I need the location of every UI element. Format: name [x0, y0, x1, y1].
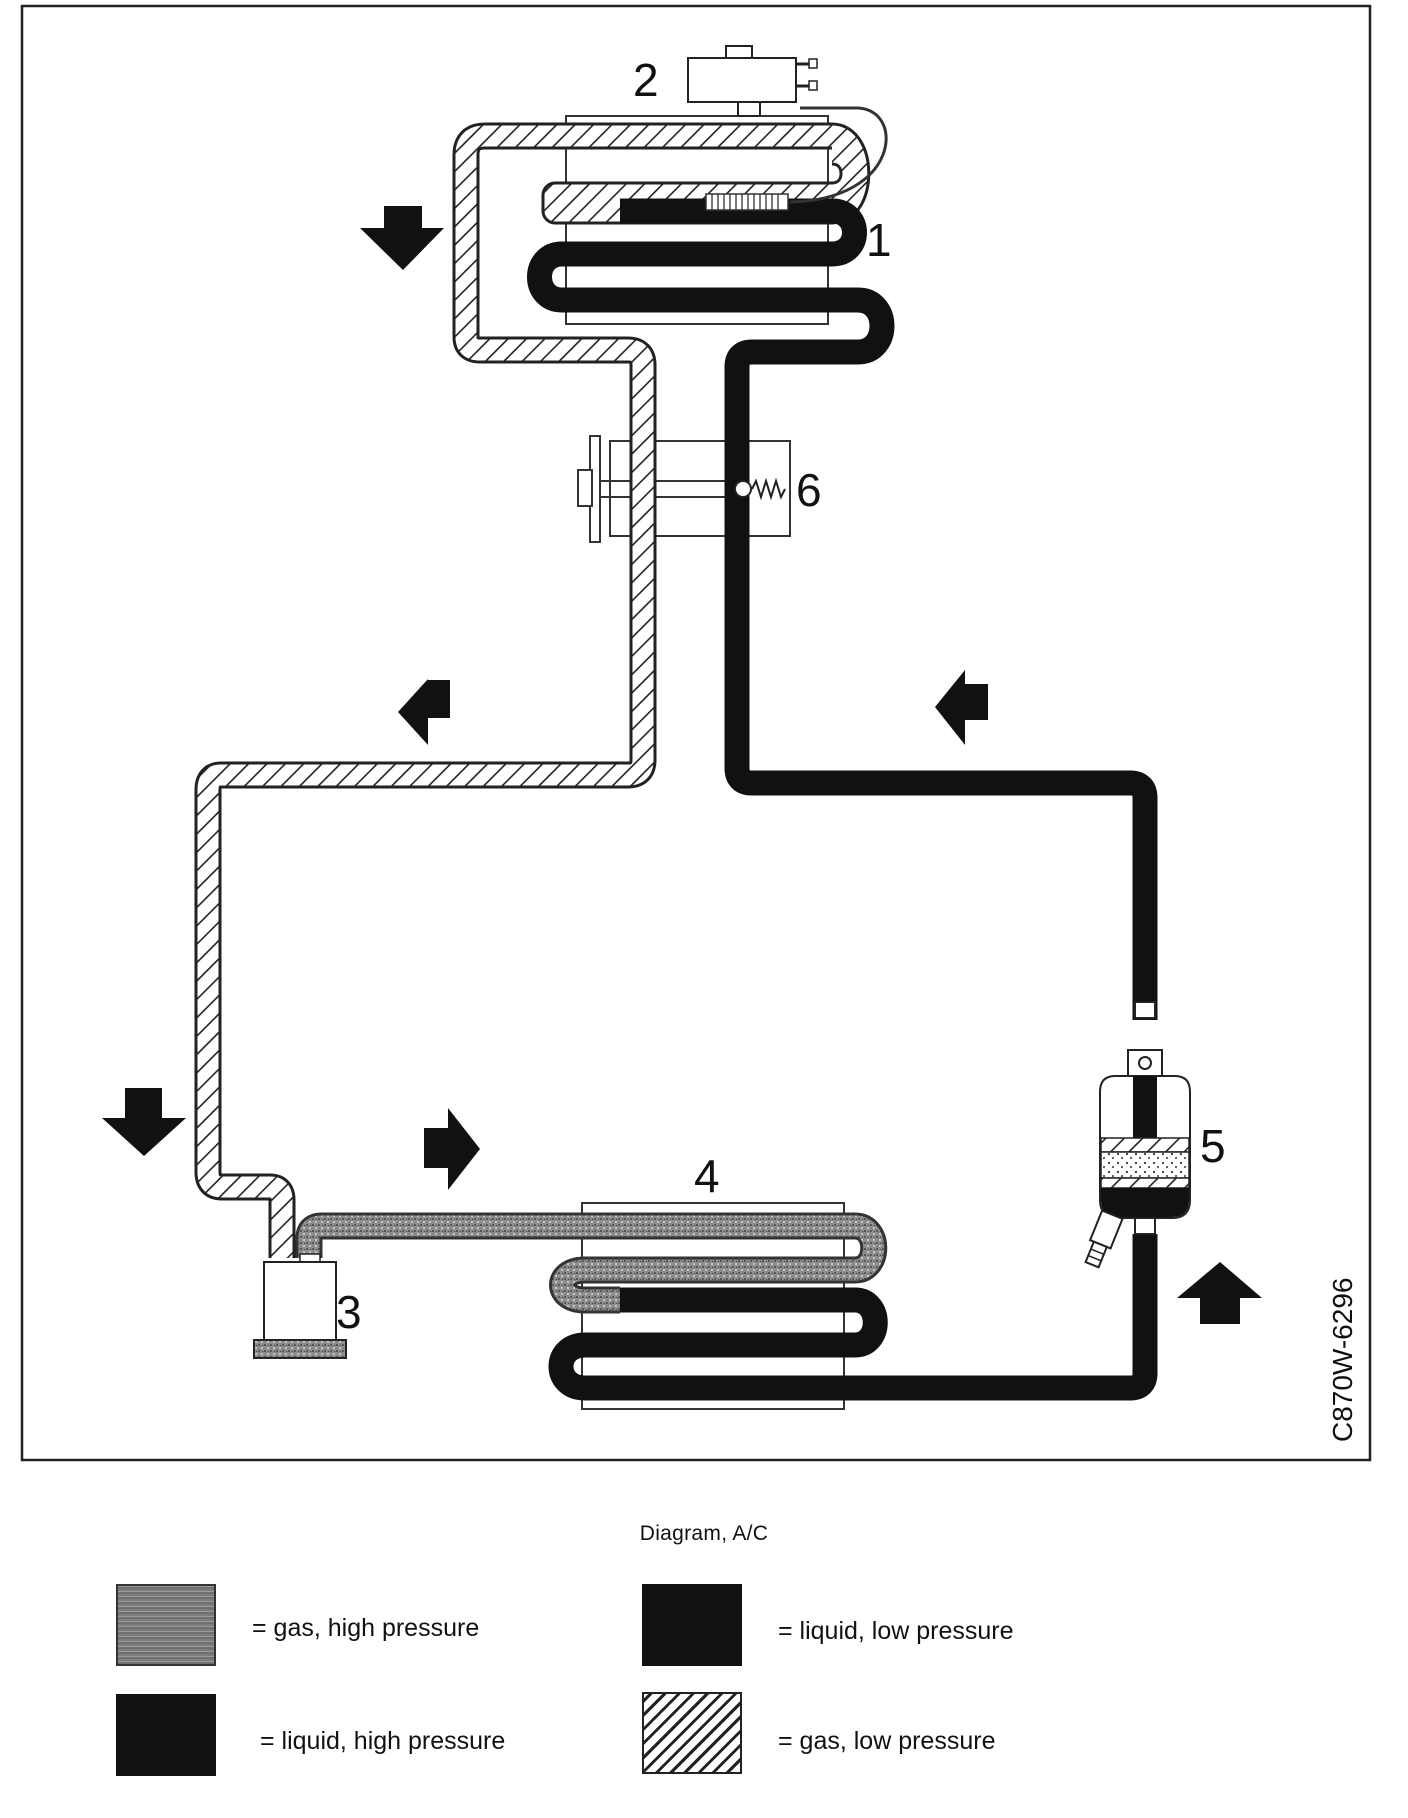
legend-label-gas-low: = gas, low pressure: [778, 1727, 996, 1755]
legend-label-liquid-high: = liquid, high pressure: [260, 1727, 506, 1755]
liquid-low-pressure-line: [527, 198, 895, 480]
label-compressor: 3: [336, 1286, 362, 1338]
compressor: [253, 1253, 347, 1359]
arrow-right-icon: [424, 1108, 480, 1190]
expansion-valve-body: [577, 435, 791, 543]
label-receiver-drier: 5: [1200, 1120, 1226, 1172]
figure-code: C870W-6296: [1327, 1278, 1358, 1442]
legend-label-gas-high: = gas, high pressure: [252, 1614, 480, 1642]
receiver-drier: [1084, 1001, 1191, 1269]
flow-arrows: [102, 206, 1262, 1324]
capillary-tube: [789, 106, 888, 204]
legend-swatch-liquid-high: [116, 1694, 216, 1776]
legend-swatch-liquid-low: [642, 1584, 742, 1666]
legend-swatch-gas-high: [116, 1584, 216, 1666]
diagram-caption: Diagram, A/C: [639, 1522, 769, 1545]
arrow-down-icon: [360, 206, 444, 270]
arrow-down-icon: [102, 1088, 186, 1156]
arrow-up-icon: [1177, 1262, 1262, 1324]
liquid-high-pressure-line: [548, 480, 1158, 1401]
label-evaporator: 1: [866, 214, 892, 266]
legend-swatch-gas-low: [642, 1692, 742, 1774]
arrow-left-icon: [398, 679, 450, 745]
label-expansion-valve: 6: [796, 464, 822, 516]
gas-high-pressure-line: [295, 1212, 888, 1314]
evaporator-fin-strip: [705, 193, 789, 211]
label-control-valve: 2: [633, 54, 659, 106]
expansion-valve-sensor: [734, 480, 752, 498]
diagram-frame: [20, 4, 1372, 1462]
control-valve: [687, 45, 818, 117]
evaporator-fin-lines: [711, 194, 779, 210]
legend-label-liquid-low: = liquid, low pressure: [778, 1617, 1014, 1645]
label-condenser: 4: [694, 1150, 720, 1202]
arrow-left-icon: [935, 670, 988, 745]
